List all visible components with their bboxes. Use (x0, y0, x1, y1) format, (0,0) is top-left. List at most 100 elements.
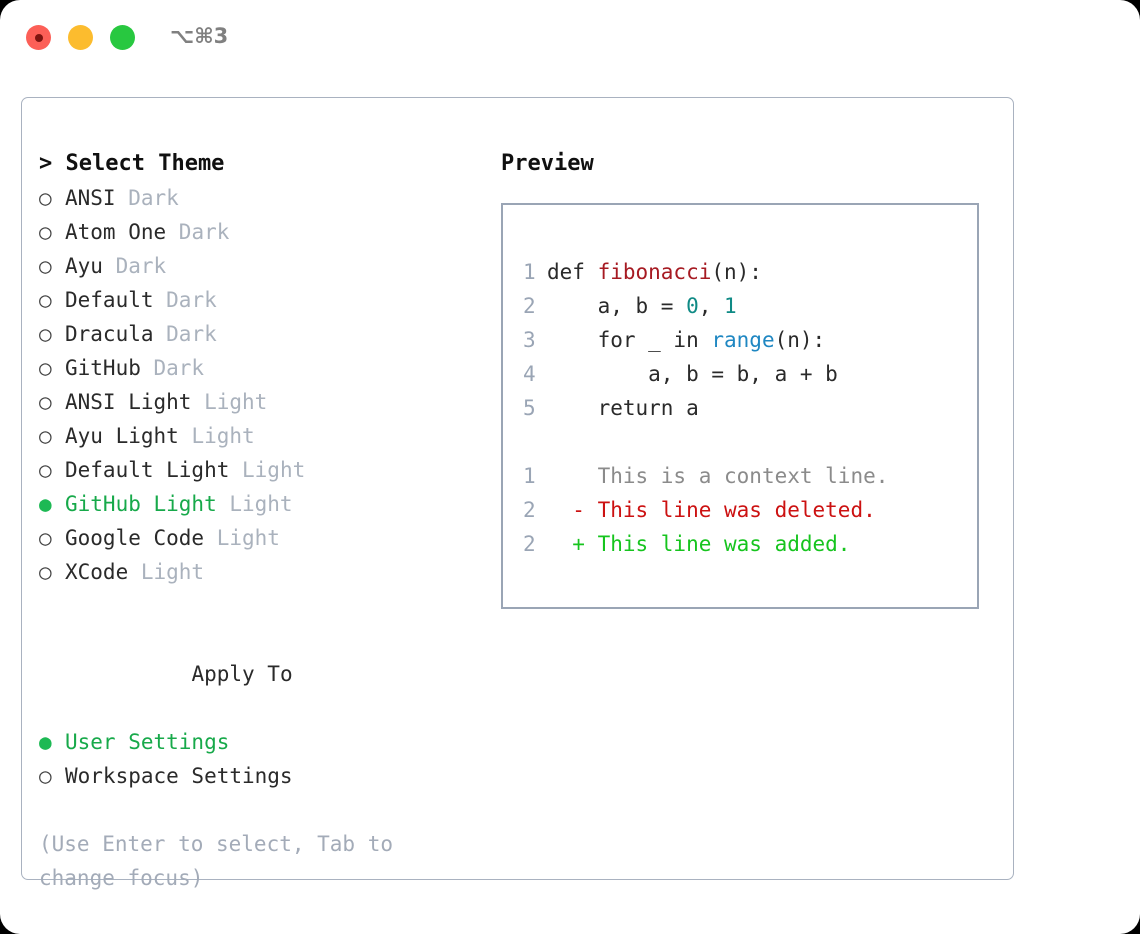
diff-line: 1 This is a context line. (523, 459, 977, 493)
apply-to-label-text: Apply To (191, 662, 293, 686)
theme-item-kind: Light (191, 390, 268, 414)
code-token: a, b = b, a + b (547, 362, 838, 386)
apply-to-item-workspace-settings[interactable]: ○ Workspace Settings (39, 759, 479, 793)
theme-item-name: Ayu Light (65, 424, 179, 448)
radio-unselected-icon: ○ (39, 220, 52, 244)
keyboard-shortcut-label: ⌥⌘3 (170, 24, 229, 48)
apply-to-label: Apply To (39, 623, 479, 725)
theme-item-kind: Light (178, 424, 255, 448)
radio-selected-icon: ● (39, 730, 52, 754)
theme-item-kind: Dark (166, 220, 230, 244)
diff-text: This line was deleted. (597, 498, 876, 522)
code-line: 4 a, b = b, a + b (523, 357, 977, 391)
apply-to-item-user-settings[interactable]: ● User Settings (39, 725, 479, 759)
theme-item-name: Dracula (65, 322, 154, 346)
radio-unselected-icon: ○ (39, 356, 52, 380)
apply-to-list[interactable]: ● User Settings ○ Workspace Settings (39, 725, 479, 793)
diff-line-number: 1 (523, 464, 536, 488)
theme-item-name: ANSI (65, 186, 116, 210)
theme-item-ansi[interactable]: ○ANSI Dark (39, 181, 479, 215)
theme-item-github-light[interactable]: ● GitHub Light Light (39, 487, 479, 521)
diff-line: 2 + This line was added. (523, 527, 977, 561)
diff-line: 2 - This line was deleted. (523, 493, 977, 527)
diff-text: This line was added. (597, 532, 851, 556)
theme-item-kind: Dark (153, 288, 217, 312)
theme-item-google-code[interactable]: ○ Google Code Light (39, 521, 479, 555)
code-token: 1 (724, 294, 737, 318)
theme-selection-column: > Select Theme ○ANSI Dark○Atom One Dark○… (39, 147, 479, 895)
select-theme-header: > Select Theme (39, 151, 225, 176)
diff-preview-block: 1 This is a context line.2 - This line w… (523, 459, 977, 561)
theme-item-default-light[interactable]: ○ Default Light Light (39, 453, 479, 487)
theme-item-name: Atom One (65, 220, 167, 244)
theme-item-name: GitHub Light (65, 492, 217, 516)
theme-list[interactable]: ○ANSI Dark○Atom One Dark○Ayu Dark○Defaul… (39, 181, 479, 589)
preview-title: Preview (501, 151, 594, 176)
theme-item-ayu-light[interactable]: ○ Ayu Light Light (39, 419, 479, 453)
diff-sign: - (547, 498, 598, 522)
radio-unselected-icon: ○ (39, 764, 52, 788)
code-token: return a (547, 396, 699, 420)
code-line: 3 for _ in range(n): (523, 323, 977, 357)
minimize-button[interactable] (68, 25, 93, 50)
theme-item-name: Ayu (65, 254, 103, 278)
radio-unselected-icon: ○ (39, 458, 52, 482)
traffic-light-group (26, 25, 135, 50)
theme-item-xcode[interactable]: ○XCode Light (39, 555, 479, 589)
radio-unselected-icon: ○ (39, 390, 52, 414)
code-line-number: 1 (523, 260, 536, 284)
diff-sign (547, 464, 598, 488)
theme-item-name: GitHub (65, 356, 141, 380)
code-token: def (547, 260, 598, 284)
code-token: , (698, 294, 725, 318)
theme-item-kind: Dark (102, 254, 167, 278)
theme-item-name: Google Code (65, 526, 205, 550)
panel-columns: > Select Theme ○ANSI Dark○Atom One Dark○… (22, 98, 1013, 890)
diff-text: This is a context line. (597, 464, 889, 488)
code-line: 2 a, b = 0, 1 (523, 289, 977, 323)
apply-to-item-name: User Settings (65, 730, 230, 754)
radio-unselected-icon: ○ (39, 254, 52, 278)
theme-item-kind: Light (216, 492, 293, 516)
theme-item-kind: Light (229, 458, 306, 482)
code-line-number: 5 (523, 396, 536, 420)
apply-to-marker-placeholder (165, 657, 191, 691)
theme-item-ansi-light[interactable]: ○ ANSI Light Light (39, 385, 479, 419)
radio-unselected-icon: ○ (39, 560, 52, 584)
main-panel: > Select Theme ○ANSI Dark○Atom One Dark○… (21, 97, 1014, 890)
radio-unselected-icon: ○ (39, 424, 52, 448)
theme-item-ayu[interactable]: ○ Ayu Dark (39, 249, 479, 283)
code-token: fibonacci (597, 260, 712, 284)
code-token: (n): (711, 260, 762, 284)
diff-sign: + (547, 532, 598, 556)
theme-item-name: Default Light (65, 458, 230, 482)
radio-unselected-icon: ○ (39, 526, 52, 550)
code-token: 0 (686, 294, 699, 318)
radio-unselected-icon: ○ (39, 288, 52, 312)
theme-item-github[interactable]: ○ GitHub Dark (39, 351, 479, 385)
theme-item-name: ANSI Light (65, 390, 192, 414)
theme-item-default[interactable]: ○ Default Dark (39, 283, 479, 317)
theme-item-dracula[interactable]: ○Dracula Dark (39, 317, 479, 351)
code-token: for _ in (547, 328, 712, 352)
radio-selected-icon: ● (39, 492, 52, 516)
code-token: a, b = (547, 294, 687, 318)
theme-item-kind: Light (204, 526, 280, 550)
code-line-number: 4 (523, 362, 536, 386)
maximize-button[interactable] (110, 25, 135, 50)
code-line-number: 3 (523, 328, 536, 352)
close-button[interactable] (26, 25, 51, 50)
theme-item-atom-one[interactable]: ○ Atom One Dark (39, 215, 479, 249)
apply-to-item-name: Workspace Settings (65, 764, 293, 788)
code-line: 1 def fibonacci(n): (523, 255, 977, 289)
theme-item-kind: Light (128, 560, 205, 584)
diff-line-number: 2 (523, 532, 536, 556)
code-token: (n): (774, 328, 826, 352)
theme-item-name: Default (65, 288, 154, 312)
code-line: 5 return a (523, 391, 977, 425)
theme-item-kind: Dark (140, 356, 205, 380)
code-line-number: 2 (523, 294, 536, 318)
